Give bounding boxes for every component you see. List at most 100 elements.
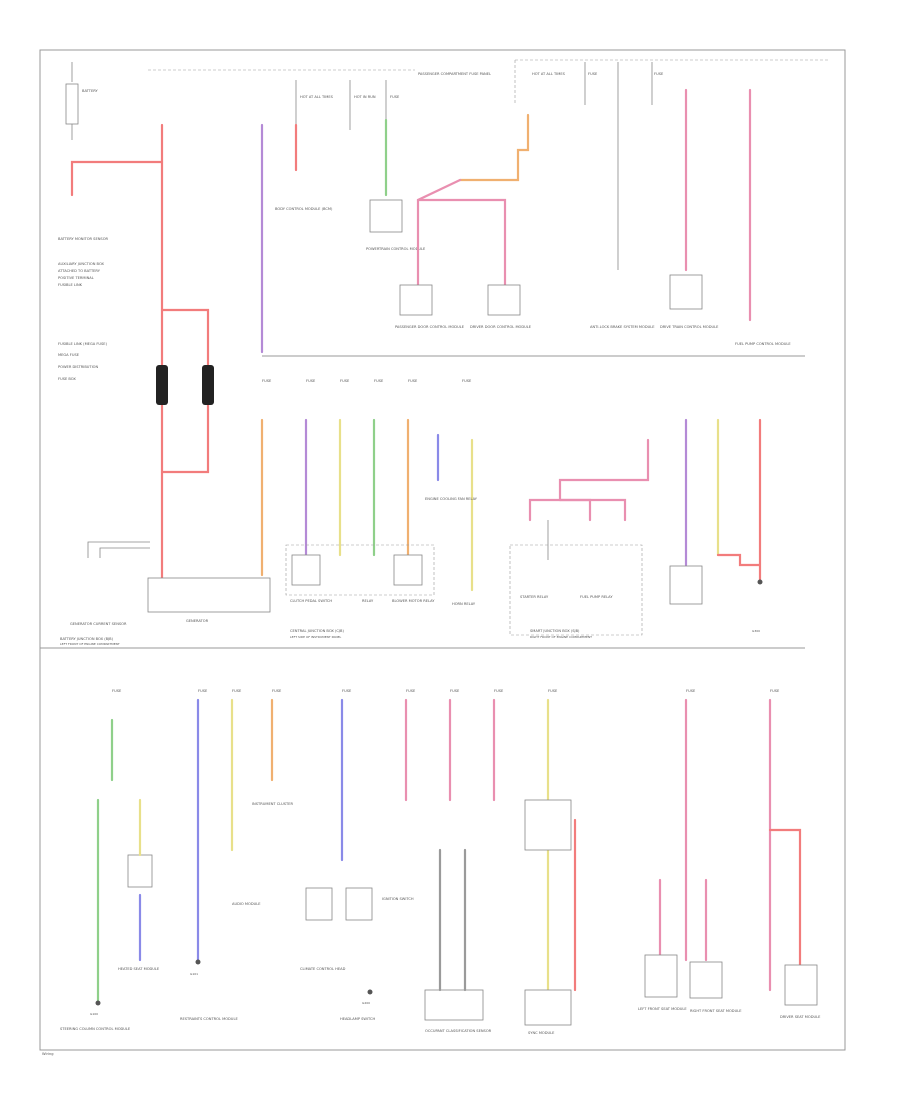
svg-text:G100: G100 — [90, 1012, 98, 1016]
passenger-door-wire — [416, 178, 462, 287]
passenger-door-module — [399, 284, 433, 316]
svg-text:HOT AT ALL TIMES: HOT AT ALL TIMES — [300, 95, 334, 99]
svg-text:FUSE: FUSE — [494, 689, 504, 693]
svg-text:FUSE: FUSE — [408, 379, 418, 383]
section3-module-labels: STEERING COLUMN CONTROL MODULE HEATED SE… — [60, 802, 821, 1035]
top-right-fuses: HOT AT ALL TIMES FUSE FUSE — [532, 62, 752, 322]
sjb-label: SMART JUNCTION BOX (SJB) — [530, 629, 580, 633]
drivetrain-module-box — [669, 274, 703, 310]
s3-seat-module-1 — [644, 954, 678, 998]
svg-text:RELAY: RELAY — [362, 599, 374, 603]
s2-wire-10 — [716, 418, 762, 582]
top-fuse-column-2: HOT IN RUN — [349, 80, 376, 130]
cjb-relay-2 — [393, 554, 423, 586]
svg-text:HORN RELAY: HORN RELAY — [452, 602, 476, 606]
sjb-boundary — [509, 544, 643, 636]
svg-text:FUSE: FUSE — [390, 95, 400, 99]
bjb-location: LEFT FRONT OF ENGINE COMPARTMENT — [60, 642, 120, 646]
svg-text:BLOWER MOTOR RELAY: BLOWER MOTOR RELAY — [392, 599, 435, 603]
svg-text:FUSE: FUSE — [588, 72, 598, 76]
section3-fuses: FUSE FUSE FUSE FUSE FUSE FUSE FUSE FUSE … — [112, 689, 780, 693]
battery-symbol: BATTERY — [65, 62, 99, 140]
generator-box — [147, 577, 271, 613]
s3-wire-14 — [438, 848, 467, 992]
s3-sync-module — [524, 989, 572, 1026]
svg-text:AUXILIARY JUNCTION BOX: AUXILIARY JUNCTION BOX — [58, 262, 105, 266]
mega-fuse-loop-wire — [160, 308, 210, 474]
svg-text:RIGHT FRONT SEAT MODULE: RIGHT FRONT SEAT MODULE — [690, 1009, 742, 1013]
svg-text:STARTER RELAY: STARTER RELAY — [520, 595, 549, 599]
svg-text:FUSE: FUSE — [686, 689, 696, 693]
cjb-boundary — [285, 544, 435, 596]
footer-code: Wiring — [42, 1052, 54, 1056]
svg-text:HEADLAMP SWITCH: HEADLAMP SWITCH — [340, 1017, 376, 1021]
s3-climate-module — [424, 989, 484, 1021]
svg-text:FUSIBLE LINK (MEGA FUSE): FUSIBLE LINK (MEGA FUSE) — [58, 342, 108, 346]
battery-positive-wire — [70, 160, 164, 197]
svg-text:ATTACHED TO BATTERY: ATTACHED TO BATTERY — [58, 269, 101, 273]
sjb-location: RIGHT FRONT OF ENGINE COMPARTMENT — [530, 635, 592, 639]
section2-fuses: FUSE FUSE FUSE FUSE FUSE FUSE — [262, 379, 472, 383]
svg-text:FUSE: FUSE — [306, 379, 316, 383]
s3-switch-1 — [305, 887, 333, 921]
svg-text:FUSE: FUSE — [340, 379, 350, 383]
svg-text:FUSE: FUSE — [450, 689, 460, 693]
legend: FUSIBLE LINK (MEGA FUSE) MEGA FUSE POWER… — [58, 342, 108, 381]
sjb-feed-wire — [558, 438, 650, 502]
s3-seat-module-2 — [689, 961, 723, 999]
ground-symbols: G100 G101 G200 G300 — [90, 579, 763, 1016]
battery-label: BATTERY — [82, 89, 99, 93]
svg-text:FUSE: FUSE — [198, 689, 208, 693]
sensor-wire-2 — [99, 547, 150, 558]
fuse-panel-note: PASSENGER COMPARTMENT FUSE PANEL — [418, 72, 491, 76]
s3-module-left — [127, 854, 153, 888]
generator-current-sensor-label: GENERATOR CURRENT SENSOR — [70, 622, 127, 626]
svg-text:FUSE: FUSE — [654, 72, 664, 76]
top-fuse-column-3: FUSE POWERTRAIN CONTROL MODULE — [366, 80, 426, 251]
driver-door-module — [487, 284, 521, 316]
mega-fuse-1 — [156, 365, 168, 405]
svg-text:FUSE: FUSE — [262, 379, 272, 383]
svg-text:FUSE: FUSE — [342, 689, 352, 693]
svg-text:POSITIVE TERMINAL: POSITIVE TERMINAL — [58, 276, 94, 280]
svg-text:STEERING COLUMN CONTROL MODULE: STEERING COLUMN CONTROL MODULE — [60, 1027, 131, 1031]
svg-text:FUSE: FUSE — [374, 379, 384, 383]
svg-text:FUEL PUMP RELAY: FUEL PUMP RELAY — [580, 595, 613, 599]
driver-door-wire — [416, 198, 507, 287]
svg-text:IGNITION SWITCH: IGNITION SWITCH — [382, 897, 414, 901]
svg-text:FUSE: FUSE — [770, 689, 780, 693]
s3-seat-module-3 — [784, 964, 818, 1006]
svg-text:DRIVER DOOR CONTROL MODULE: DRIVER DOOR CONTROL MODULE — [470, 325, 532, 329]
svg-text:OCCUPANT CLASSIFICATION SENSOR: OCCUPANT CLASSIFICATION SENSOR — [425, 1029, 492, 1033]
svg-text:SYNC MODULE: SYNC MODULE — [528, 1031, 555, 1035]
sensor-wire-1 — [87, 541, 150, 558]
svg-text:MEGA FUSE: MEGA FUSE — [58, 353, 80, 357]
svg-text:FUSE: FUSE — [272, 689, 282, 693]
svg-text:CLIMATE CONTROL HEAD: CLIMATE CONTROL HEAD — [300, 967, 346, 971]
cjb-location: LEFT SIDE OF INSTRUMENT PANEL — [290, 635, 341, 639]
diagram-frame — [39, 49, 846, 1051]
svg-text:AUDIO MODULE: AUDIO MODULE — [232, 902, 261, 906]
svg-text:DRIVE TRAIN CONTROL MODULE: DRIVE TRAIN CONTROL MODULE — [660, 325, 719, 329]
svg-text:DRIVER SEAT MODULE: DRIVER SEAT MODULE — [780, 1015, 821, 1019]
svg-text:FUSE: FUSE — [462, 379, 472, 383]
svg-text:RESTRAINTS CONTROL MODULE: RESTRAINTS CONTROL MODULE — [180, 1017, 238, 1021]
top-fuse-column-1: HOT AT ALL TIMES BODY CONTROL MODULE (BC… — [275, 80, 334, 211]
sjb-branch-3 — [558, 498, 627, 522]
svg-text:ANTI-LOCK BRAKE SYSTEM MODULE: ANTI-LOCK BRAKE SYSTEM MODULE — [590, 325, 655, 329]
svg-text:FUSE: FUSE — [112, 689, 122, 693]
svg-text:POWER DISTRIBUTION: POWER DISTRIBUTION — [58, 365, 98, 369]
svg-text:HEATED SEAT MODULE: HEATED SEAT MODULE — [118, 967, 160, 971]
svg-text:POWERTRAIN CONTROL MODULE: POWERTRAIN CONTROL MODULE — [366, 247, 426, 251]
svg-text:G300: G300 — [752, 629, 760, 633]
svg-text:FUSE: FUSE — [232, 689, 242, 693]
generator-label: GENERATOR — [186, 619, 209, 623]
door-module-feed-wire — [458, 113, 530, 182]
cjb-relay-1 — [291, 554, 321, 586]
svg-text:ENGINE COOLING FAN RELAY: ENGINE COOLING FAN RELAY — [425, 497, 478, 501]
s2-module-box-right — [669, 565, 703, 605]
svg-text:FUSE: FUSE — [548, 689, 558, 693]
s3-audio-module — [524, 799, 572, 851]
